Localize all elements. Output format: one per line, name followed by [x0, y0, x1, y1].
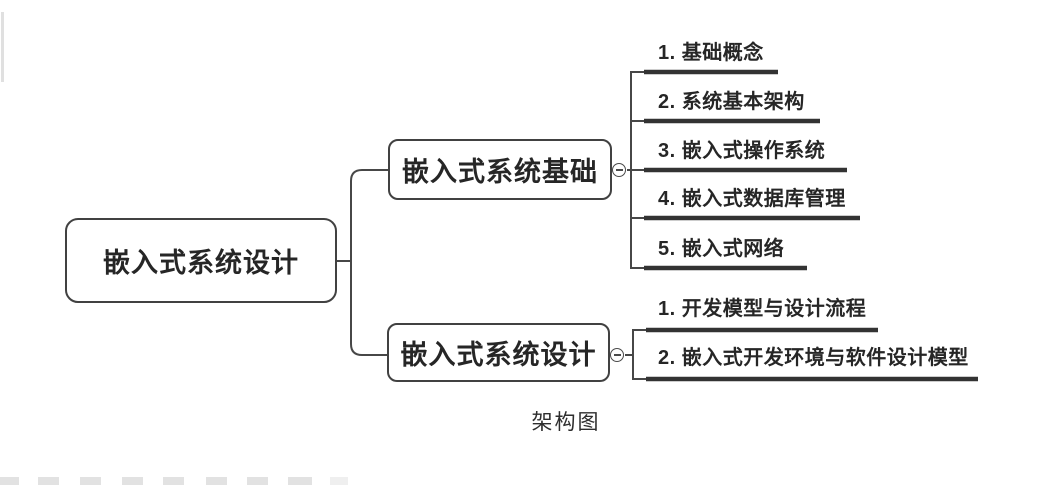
- scan-bottom-dash: [247, 477, 268, 485]
- leaf-item: 2. 嵌入式开发环境与软件设计模型: [658, 347, 969, 369]
- scan-bottom-dash: [122, 477, 143, 485]
- root-to-branch2-connector: [350, 261, 387, 356]
- leaf-item: 1. 基础概念: [658, 42, 764, 64]
- scan-bottom-dash: [330, 477, 348, 485]
- scan-bottom-dash: [206, 477, 227, 485]
- collapse-minus-icon: [612, 163, 626, 177]
- leaf-item: 3. 嵌入式操作系统: [658, 140, 826, 162]
- root-node: 嵌入式系统设计: [65, 218, 337, 303]
- scan-bottom-dash: [163, 477, 184, 485]
- leaf-item: 1. 开发模型与设计流程: [658, 298, 867, 320]
- scan-bottom-dash: [288, 477, 312, 485]
- minus-bar: [615, 169, 623, 171]
- scan-bottom-dash: [80, 477, 101, 485]
- branch-node-design: 嵌入式系统设计: [387, 323, 610, 382]
- leaf-item: 4. 嵌入式数据库管理: [658, 188, 846, 210]
- scan-bottom-dash: [0, 477, 19, 485]
- scan-bottom-dash: [38, 477, 59, 485]
- branch-node-fundamentals: 嵌入式系统基础: [388, 139, 612, 200]
- leaf-item: 2. 系统基本架构: [658, 91, 805, 113]
- root-to-branch1-connector: [350, 169, 388, 261]
- minus-bar: [613, 354, 621, 356]
- figure-caption: 架构图: [531, 411, 601, 434]
- collapse-minus-icon: [610, 348, 624, 362]
- leaf-item: 5. 嵌入式网络: [658, 238, 785, 260]
- scan-left-edge-artifact: [1, 12, 4, 82]
